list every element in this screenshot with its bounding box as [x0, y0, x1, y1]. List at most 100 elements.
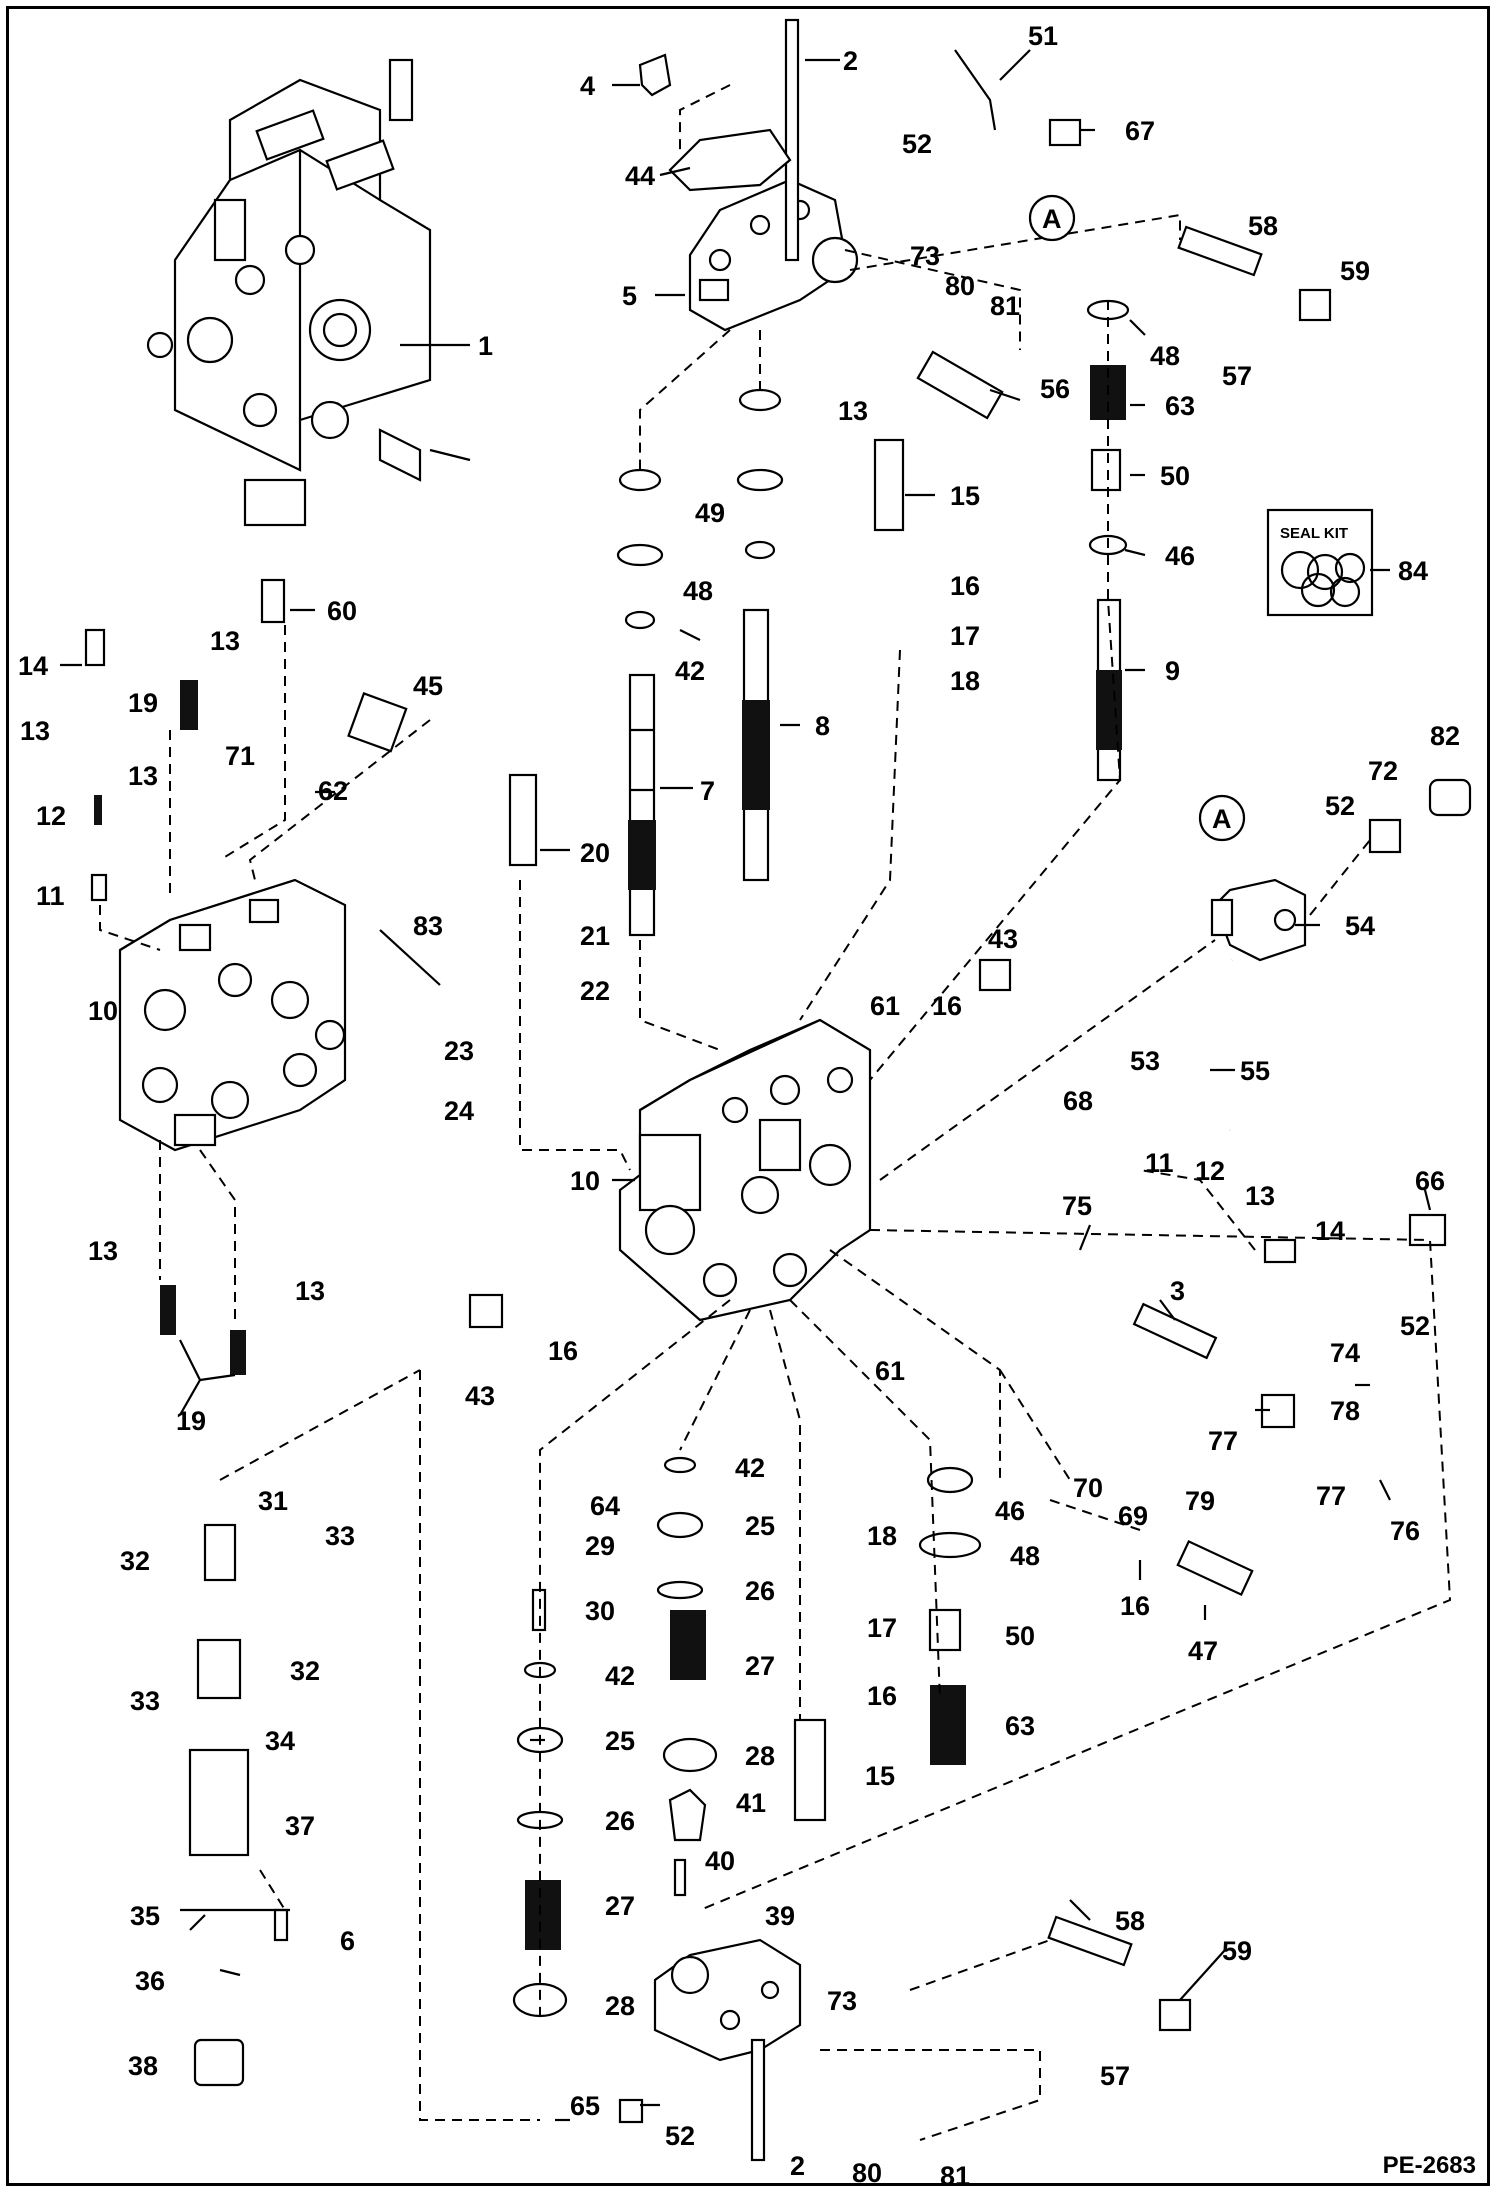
- callout-53: 53: [1130, 1046, 1160, 1076]
- callout-12-right: 12: [1195, 1156, 1225, 1186]
- callout-72: 72: [1368, 756, 1398, 786]
- bolt-2-top: [784, 18, 800, 262]
- callout-16-c: 16: [548, 1336, 578, 1366]
- callout-3: 3: [1170, 1276, 1185, 1306]
- callout-2-top: 2: [843, 46, 858, 76]
- callout-18-top: 18: [950, 666, 980, 696]
- small-components: [84, 49, 1472, 2124]
- callout-11-right: 11: [1145, 1148, 1174, 1178]
- callout-47: 47: [1188, 1636, 1218, 1666]
- callout-32-left: 32: [120, 1546, 150, 1576]
- callout-35: 35: [130, 1901, 160, 1931]
- spool-7: [628, 673, 656, 937]
- callout-13-d: 13: [838, 396, 868, 426]
- callout-labels: 1 2 2 3 4 5 6 7 8 9 10 10 11 11 12 12 13…: [18, 21, 1460, 2191]
- callout-26-left: 26: [605, 1806, 635, 1836]
- callout-59-bottom: 59: [1222, 1936, 1252, 1966]
- spool-9: [1096, 598, 1122, 782]
- callout-36: 36: [135, 1966, 165, 1996]
- callout-28-center: 28: [745, 1741, 775, 1771]
- callout-10-left: 10: [88, 996, 118, 1026]
- callout-8: 8: [815, 711, 830, 741]
- callout-30: 30: [585, 1596, 615, 1626]
- callout-56: 56: [1040, 374, 1070, 404]
- callout-73-bottom: 73: [827, 1986, 857, 2016]
- callout-65: 65: [570, 2091, 600, 2121]
- bolt-2-bottom: [750, 2038, 766, 2162]
- callout-4: 4: [580, 71, 595, 101]
- callout-25-center: 25: [745, 1511, 775, 1541]
- callout-15-bottom: 15: [865, 1761, 895, 1791]
- callout-48-bottom: 48: [1010, 1541, 1040, 1571]
- callout-44: 44: [625, 161, 655, 191]
- callout-23: 23: [444, 1036, 474, 1066]
- callout-81-bottom: 81: [940, 2161, 970, 2191]
- callout-13-e: 13: [88, 1236, 118, 1266]
- callout-73-top: 73: [910, 241, 940, 271]
- callout-42-top: 42: [675, 656, 705, 686]
- callout-59-top: 59: [1340, 256, 1370, 286]
- callout-49: 49: [695, 498, 725, 528]
- callout-61-top: 61: [870, 991, 900, 1021]
- callout-52-d: 52: [665, 2121, 695, 2151]
- callout-75: 75: [1062, 1191, 1092, 1221]
- callout-83: 83: [413, 911, 443, 941]
- callout-52-c: 52: [1400, 1311, 1430, 1341]
- callout-16-e: 16: [1120, 1591, 1150, 1621]
- callout-54: 54: [1345, 911, 1375, 941]
- svg-text:A: A: [1042, 204, 1062, 234]
- callout-17-bottom: 17: [867, 1613, 897, 1643]
- callout-52-a: 52: [902, 129, 932, 159]
- detail-a-right: A: [1198, 794, 1246, 842]
- callout-61-bottom: 61: [875, 1356, 905, 1386]
- callout-78: 78: [1330, 1396, 1360, 1426]
- callout-80-bottom: 80: [852, 2158, 882, 2188]
- callout-48-top-right: 48: [1150, 341, 1180, 371]
- callout-57-top: 57: [1222, 361, 1252, 391]
- spool-8: [742, 608, 770, 882]
- callout-52-b: 52: [1325, 791, 1355, 821]
- callout-60: 60: [327, 596, 357, 626]
- callout-18-bottom: 18: [867, 1521, 897, 1551]
- valve-body-left: [118, 878, 347, 1152]
- callout-76: 76: [1390, 1516, 1420, 1546]
- callout-45: 45: [413, 671, 443, 701]
- callout-63-top: 63: [1165, 391, 1195, 421]
- callout-26-center: 26: [745, 1576, 775, 1606]
- callout-1: 1: [478, 331, 493, 361]
- callout-77-right: 77: [1316, 1481, 1346, 1511]
- callout-16-b: 16: [932, 991, 962, 1021]
- callout-2-bottom: 2: [790, 2151, 805, 2181]
- callout-10-center: 10: [570, 1166, 600, 1196]
- diagram-frame: [6, 6, 1490, 2186]
- callout-64: 64: [590, 1491, 620, 1521]
- callout-22: 22: [580, 976, 610, 1006]
- lower-block: [653, 1938, 802, 2062]
- callout-33-left: 33: [130, 1686, 160, 1716]
- callout-25-left: 25: [605, 1726, 635, 1756]
- callout-50-top: 50: [1160, 461, 1190, 491]
- callout-13-b: 13: [128, 761, 158, 791]
- callout-11-left: 11: [36, 881, 65, 911]
- callout-27-left: 27: [605, 1891, 635, 1921]
- callout-81-top: 81: [990, 291, 1020, 321]
- callout-79: 79: [1185, 1486, 1215, 1516]
- callout-24: 24: [444, 1096, 474, 1126]
- callout-66: 66: [1415, 1166, 1445, 1196]
- callout-46-top: 46: [1165, 541, 1195, 571]
- callout-55: 55: [1240, 1056, 1270, 1086]
- callout-58-top: 58: [1248, 211, 1278, 241]
- document-id: PE-2683: [1382, 2152, 1476, 2179]
- callout-74: 74: [1330, 1338, 1360, 1368]
- callout-14-right: 14: [1315, 1216, 1345, 1246]
- callout-13-c: 13: [210, 626, 240, 656]
- callout-13-f: 13: [295, 1276, 325, 1306]
- callout-38: 38: [128, 2051, 158, 2081]
- callout-29: 29: [585, 1531, 615, 1561]
- callout-69: 69: [1118, 1501, 1148, 1531]
- callout-68: 68: [1063, 1086, 1093, 1116]
- callout-43-right: 43: [988, 924, 1018, 954]
- upper-block: [688, 178, 859, 332]
- callout-21: 21: [580, 921, 610, 951]
- callout-13-a: 13: [20, 716, 50, 746]
